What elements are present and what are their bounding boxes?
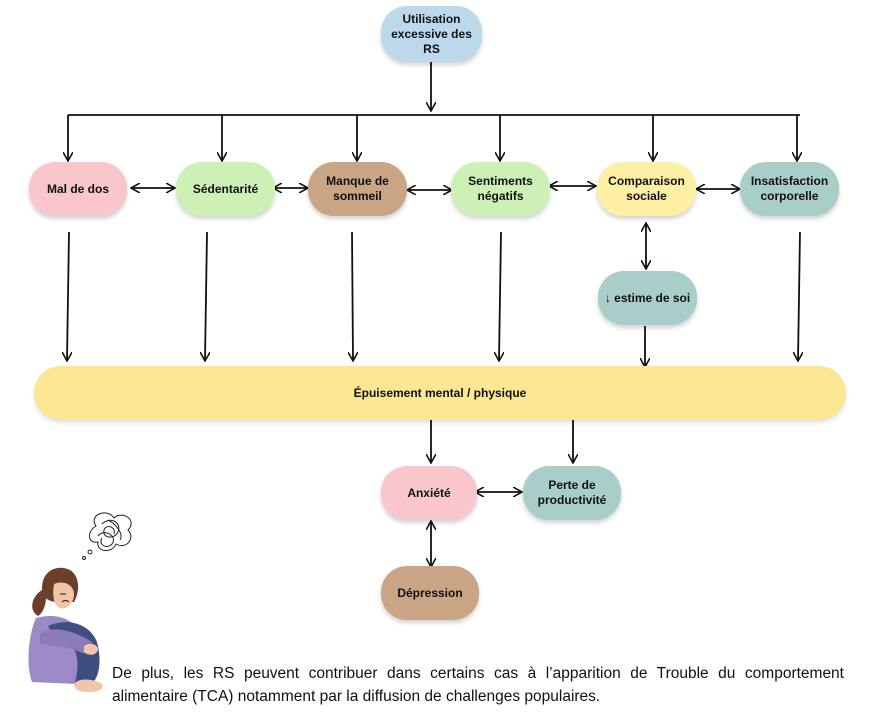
arrow-sedentarite-to-epuisement bbox=[205, 231, 207, 360]
node-perte-de-productivite-label: Perte de productivité bbox=[537, 478, 607, 507]
node-estime-de-soi-label: ↓ estime de soi bbox=[604, 290, 691, 305]
arrow-sentiments-to-epuisement bbox=[499, 231, 501, 360]
node-sedentarite-label: Sédentarité bbox=[192, 181, 259, 196]
node-sentiments-negatifs-label: Sentiments négatifs bbox=[468, 174, 533, 203]
node-utilisation-excessive: Utilisation excessive des RS bbox=[381, 6, 482, 62]
tangled-thought-icon bbox=[82, 512, 132, 560]
node-manque-de-sommeil: Manque de sommeil bbox=[308, 162, 407, 216]
sad-person-icon bbox=[28, 512, 132, 692]
node-depression: Dépression bbox=[381, 566, 479, 620]
node-utilisation-excessive-label: Utilisation excessive des RS bbox=[391, 11, 472, 56]
node-epuisement-label: Épuisement mental / physique bbox=[353, 386, 527, 400]
arrow-mal-to-epuisement bbox=[67, 231, 69, 360]
node-depression-label: Dépression bbox=[397, 585, 463, 600]
node-insatisfaction-corporelle: Insatisfaction corporelle bbox=[740, 162, 839, 216]
node-mal-de-dos: Mal de dos bbox=[29, 162, 127, 216]
node-comparaison-sociale: Comparaison sociale bbox=[597, 162, 696, 216]
node-anxiete-label: Anxiété bbox=[407, 485, 451, 500]
node-manque-de-sommeil-label: Manque de sommeil bbox=[326, 174, 389, 203]
node-perte-de-productivite: Perte de productivité bbox=[523, 466, 621, 520]
node-insatisfaction-corporelle-label: Insatisfaction corporelle bbox=[750, 174, 829, 203]
node-sentiments-negatifs: Sentiments négatifs bbox=[451, 162, 550, 216]
node-sedentarite: Sédentarité bbox=[176, 162, 275, 216]
caption-text: De plus, les RS peuvent contribuer dans … bbox=[112, 664, 844, 705]
arrow-sommeil-to-epuisement bbox=[352, 231, 353, 360]
node-epuisement: Épuisement mental / physique bbox=[34, 366, 846, 420]
node-estime-de-soi: ↓ estime de soi bbox=[598, 271, 697, 325]
node-mal-de-dos-label: Mal de dos bbox=[46, 181, 109, 196]
arrow-insatisfaction-to-epuisement bbox=[798, 231, 800, 360]
node-comparaison-sociale-label: Comparaison sociale bbox=[608, 174, 685, 203]
node-anxiete: Anxiété bbox=[381, 466, 477, 520]
